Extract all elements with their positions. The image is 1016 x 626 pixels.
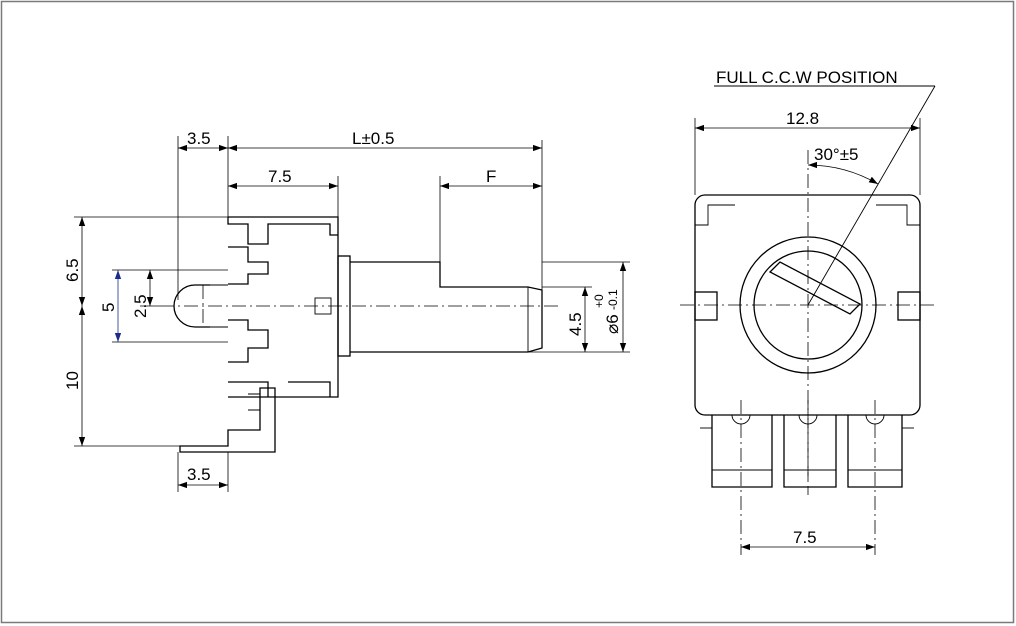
angle-leader-line xyxy=(807,85,936,306)
dim-length: L±0.5 xyxy=(352,129,394,148)
dim-half: 2.5 xyxy=(131,294,150,318)
dim-upper: 6.5 xyxy=(63,258,82,282)
front-corner-left xyxy=(695,204,735,226)
dim-shaft-tol-plus: +0 xyxy=(592,294,606,308)
terminal-slot-lower xyxy=(228,319,269,363)
dim-pitch: 7.5 xyxy=(793,528,817,547)
dim-shaft-diameter: ⌀6 xyxy=(603,314,622,334)
dim-flat-height: 4.5 xyxy=(566,312,585,336)
dim-body: 7.5 xyxy=(268,167,292,186)
dim-pins: 5 xyxy=(99,303,118,312)
dim-lower: 10 xyxy=(63,371,82,390)
dim-bottom-left: 3.5 xyxy=(187,465,211,484)
dim-angle: 30°±5 xyxy=(814,145,859,164)
dim-flat: F xyxy=(486,167,496,186)
detent-inner xyxy=(210,284,228,328)
dim-width: 12.8 xyxy=(786,109,819,128)
shaft-slot xyxy=(768,261,862,315)
bottom-bracket xyxy=(228,381,331,397)
front-corner-right xyxy=(876,204,920,226)
dim-shaft-tol-minus: -0.1 xyxy=(606,289,620,310)
position-label: FULL C.C.W POSITION xyxy=(716,68,898,87)
angle-arc xyxy=(807,161,879,185)
dim-top-left: 3.5 xyxy=(187,129,211,148)
side-view: 3.5 L±0.5 7.5 F 6.5 10 5 2.5 3.5 4.5 ⌀6 … xyxy=(63,129,630,492)
side-tab-right xyxy=(897,291,921,321)
terminal-pin-inner xyxy=(248,393,260,411)
side-tab-left xyxy=(694,291,718,321)
front-view: FULL C.C.W POSITION 12.8 30°±5 7.5 xyxy=(680,68,936,555)
top-flange xyxy=(227,217,338,245)
terminal-slot-upper xyxy=(228,246,269,285)
